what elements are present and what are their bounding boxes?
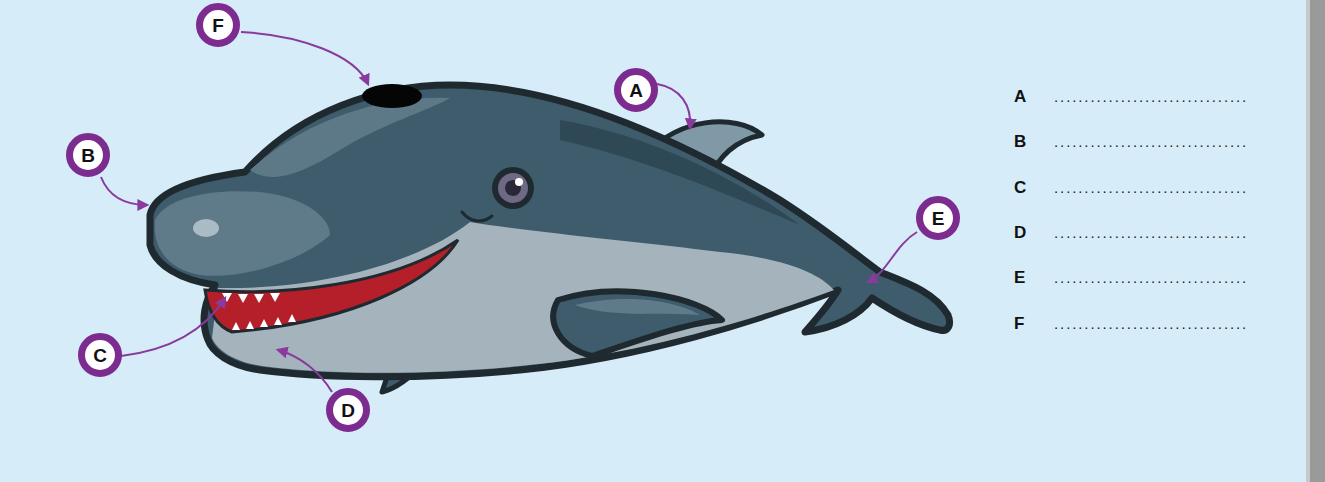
callout-circle: B <box>66 133 110 177</box>
callout-letter: D <box>341 401 355 420</box>
answer-letter: C <box>1014 179 1026 196</box>
answer-letter: F <box>1014 315 1024 332</box>
answer-line: ................................ <box>1054 180 1248 195</box>
callout-circle: D <box>326 388 370 432</box>
answer-line: ................................ <box>1054 270 1248 285</box>
callout-letter: A <box>629 81 643 100</box>
callout-letter: C <box>93 346 107 365</box>
answer-line: ................................ <box>1054 134 1248 149</box>
callout-circle: A <box>614 68 658 112</box>
page-edge-bar <box>1306 0 1310 482</box>
callout-letter: F <box>212 16 224 35</box>
answer-line: ................................ <box>1054 225 1248 240</box>
answer-line: ................................ <box>1054 89 1248 104</box>
answer-letter: B <box>1014 133 1026 150</box>
answer-letter: A <box>1014 88 1026 105</box>
callout-circle: E <box>916 196 960 240</box>
callout-letter: B <box>81 146 95 165</box>
answer-letter: E <box>1014 269 1025 286</box>
answer-letter: D <box>1014 224 1026 241</box>
callout-letter: E <box>932 209 945 228</box>
answer-line: ................................ <box>1054 316 1248 331</box>
callout-circle: C <box>78 333 122 377</box>
callout-circle: F <box>196 3 240 47</box>
